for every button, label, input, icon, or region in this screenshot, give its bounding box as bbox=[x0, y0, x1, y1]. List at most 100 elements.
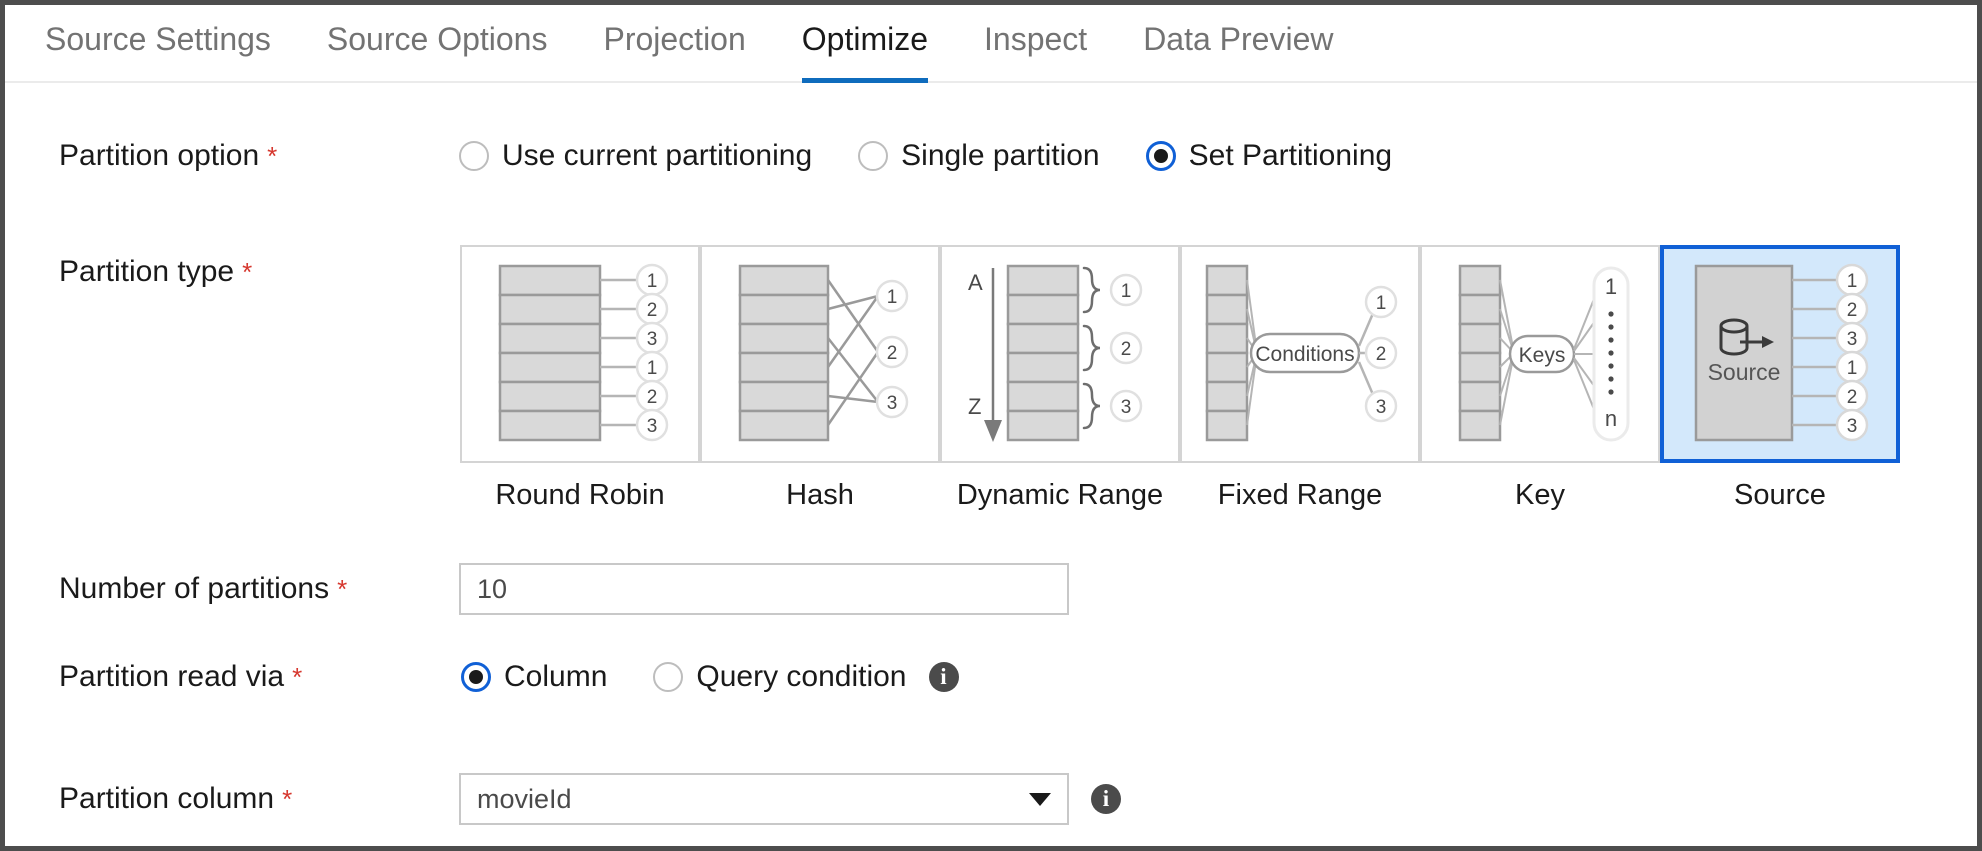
svg-text:1: 1 bbox=[647, 358, 658, 379]
source-block-label: Source bbox=[1708, 359, 1781, 385]
axis-end-label: Z bbox=[968, 394, 981, 419]
svg-text:3: 3 bbox=[1847, 416, 1858, 437]
radio-circle[interactable] bbox=[653, 662, 684, 692]
partition-option-radio-group: Use current partitioning Single partitio… bbox=[459, 139, 1438, 173]
info-icon[interactable]: i bbox=[1091, 784, 1121, 814]
partition-option-row: Partition option* Use current partitioni… bbox=[59, 139, 1438, 173]
conditions-pill-label: Conditions bbox=[1255, 343, 1354, 366]
radio-single-partition[interactable]: Single partition bbox=[858, 139, 1100, 173]
partition-type-card-label: Round Robin bbox=[495, 479, 665, 511]
tab-projection[interactable]: Projection bbox=[603, 5, 745, 81]
svg-text:1: 1 bbox=[1605, 274, 1617, 299]
number-of-partitions-row: Number of partitions* 10 bbox=[59, 563, 1069, 615]
radio-label: Single partition bbox=[901, 139, 1100, 172]
tab-data-preview[interactable]: Data Preview bbox=[1143, 5, 1333, 81]
hash-diagram: 123 bbox=[738, 264, 909, 442]
svg-text:2: 2 bbox=[1121, 339, 1132, 360]
partition-read-via-label: Partition read via* bbox=[59, 660, 303, 693]
partition-type-card-round-robin-wrap: 1 2 3 1 2 3 Round Robin bbox=[460, 245, 700, 512]
partition-type-card-fixed-range[interactable]: Conditions 1 2 3 bbox=[1180, 245, 1420, 463]
svg-text:2: 2 bbox=[1847, 387, 1858, 408]
svg-text:2: 2 bbox=[647, 300, 658, 321]
database-export-icon bbox=[1719, 318, 1774, 356]
svg-text:2: 2 bbox=[1376, 344, 1387, 365]
radio-circle-selected[interactable] bbox=[1145, 141, 1176, 171]
radio-label: Column bbox=[504, 660, 608, 693]
svg-text:3: 3 bbox=[1376, 397, 1387, 418]
svg-text:3: 3 bbox=[647, 416, 658, 437]
svg-text:n: n bbox=[1605, 406, 1617, 431]
info-icon[interactable]: i bbox=[928, 662, 959, 692]
radio-circle[interactable] bbox=[858, 141, 889, 171]
radio-circle-selected[interactable] bbox=[461, 662, 491, 692]
tab-label: Source Options bbox=[326, 20, 548, 57]
tab-source-settings[interactable]: Source Settings bbox=[45, 5, 271, 81]
svg-text:1: 1 bbox=[1121, 281, 1132, 302]
partition-type-cards: 1 2 3 1 2 3 Round Robin bbox=[460, 245, 1900, 512]
tab-label: Optimize bbox=[801, 20, 929, 57]
partition-type-card-dynamic-range-wrap: A Z bbox=[940, 245, 1180, 512]
partition-type-card-fixed-range-wrap: Conditions 1 2 3 Fixed Range bbox=[1180, 245, 1420, 512]
svg-text:1: 1 bbox=[1847, 271, 1858, 292]
required-asterisk: * bbox=[267, 141, 278, 171]
required-asterisk: * bbox=[242, 257, 253, 287]
partition-column-value: movieId bbox=[477, 783, 572, 814]
partition-column-label: Partition column* bbox=[59, 782, 293, 815]
number-of-partitions-input[interactable]: 10 bbox=[459, 563, 1069, 615]
svg-text:3: 3 bbox=[1121, 397, 1132, 418]
partition-type-card-round-robin[interactable]: 1 2 3 1 2 3 bbox=[460, 245, 700, 463]
partition-type-card-dynamic-range[interactable]: A Z bbox=[940, 245, 1180, 463]
partition-type-card-label: Dynamic Range bbox=[956, 479, 1164, 511]
fixed-range-diagram: Conditions 1 2 3 bbox=[1205, 264, 1398, 442]
radio-circle[interactable] bbox=[459, 141, 489, 171]
radio-column[interactable]: Column bbox=[461, 660, 607, 694]
tab-strip: Source Settings Source Options Projectio… bbox=[5, 5, 1977, 83]
tab-label: Source Settings bbox=[45, 20, 271, 57]
tab-optimize[interactable]: Optimize bbox=[801, 5, 929, 83]
radio-query-condition[interactable]: Query condition bbox=[653, 660, 907, 694]
key-diagram: Keys 1 n bbox=[1458, 264, 1630, 442]
round-robin-diagram: 1 2 3 1 2 3 bbox=[498, 263, 669, 442]
partition-type-card-label: Source bbox=[1734, 479, 1826, 511]
svg-text:1: 1 bbox=[887, 287, 898, 308]
chevron-down-icon[interactable] bbox=[1029, 792, 1051, 806]
svg-text:2: 2 bbox=[647, 387, 658, 408]
partition-type-card-label: Hash bbox=[786, 479, 854, 511]
radio-set-partitioning[interactable]: Set Partitioning bbox=[1145, 139, 1393, 173]
svg-text:1: 1 bbox=[1847, 358, 1858, 379]
partition-column-row: Partition column* movieId i bbox=[59, 773, 1121, 825]
source-diagram: Source 123 123 bbox=[1694, 263, 1869, 442]
svg-text:1: 1 bbox=[647, 271, 658, 292]
tab-label: Data Preview bbox=[1143, 20, 1334, 57]
tab-inspect[interactable]: Inspect bbox=[984, 5, 1087, 81]
tab-label: Inspect bbox=[984, 20, 1088, 57]
radio-label: Query condition bbox=[696, 660, 907, 693]
dynamic-range-diagram: A Z bbox=[968, 264, 1143, 442]
partition-type-label: Partition type* bbox=[59, 255, 253, 288]
partition-read-via-row: Partition read via* Column Query conditi… bbox=[59, 660, 959, 694]
radio-use-current-partitioning[interactable]: Use current partitioning bbox=[459, 139, 812, 173]
svg-text:3: 3 bbox=[647, 329, 658, 350]
svg-text:1: 1 bbox=[1376, 293, 1387, 314]
svg-text:2: 2 bbox=[887, 343, 898, 364]
svg-text:2: 2 bbox=[1847, 300, 1858, 321]
partition-column-select[interactable]: movieId bbox=[459, 773, 1069, 825]
required-asterisk: * bbox=[292, 662, 303, 692]
tab-source-options[interactable]: Source Options bbox=[327, 5, 548, 81]
partition-read-via-radio-group: Column Query condition i bbox=[461, 660, 959, 694]
radio-label: Use current partitioning bbox=[502, 139, 813, 172]
partition-type-card-label: Key bbox=[1515, 479, 1565, 511]
partition-type-row: Partition type* bbox=[59, 255, 252, 289]
radio-label: Set Partitioning bbox=[1188, 139, 1393, 172]
tab-label: Projection bbox=[603, 20, 746, 57]
partition-type-card-key[interactable]: Keys 1 n bbox=[1420, 245, 1660, 463]
required-asterisk: * bbox=[337, 574, 348, 604]
partition-type-card-key-wrap: Keys 1 n Key bbox=[1420, 245, 1660, 512]
keys-pill-label: Keys bbox=[1519, 344, 1566, 367]
partition-type-card-label: Fixed Range bbox=[1217, 479, 1383, 511]
